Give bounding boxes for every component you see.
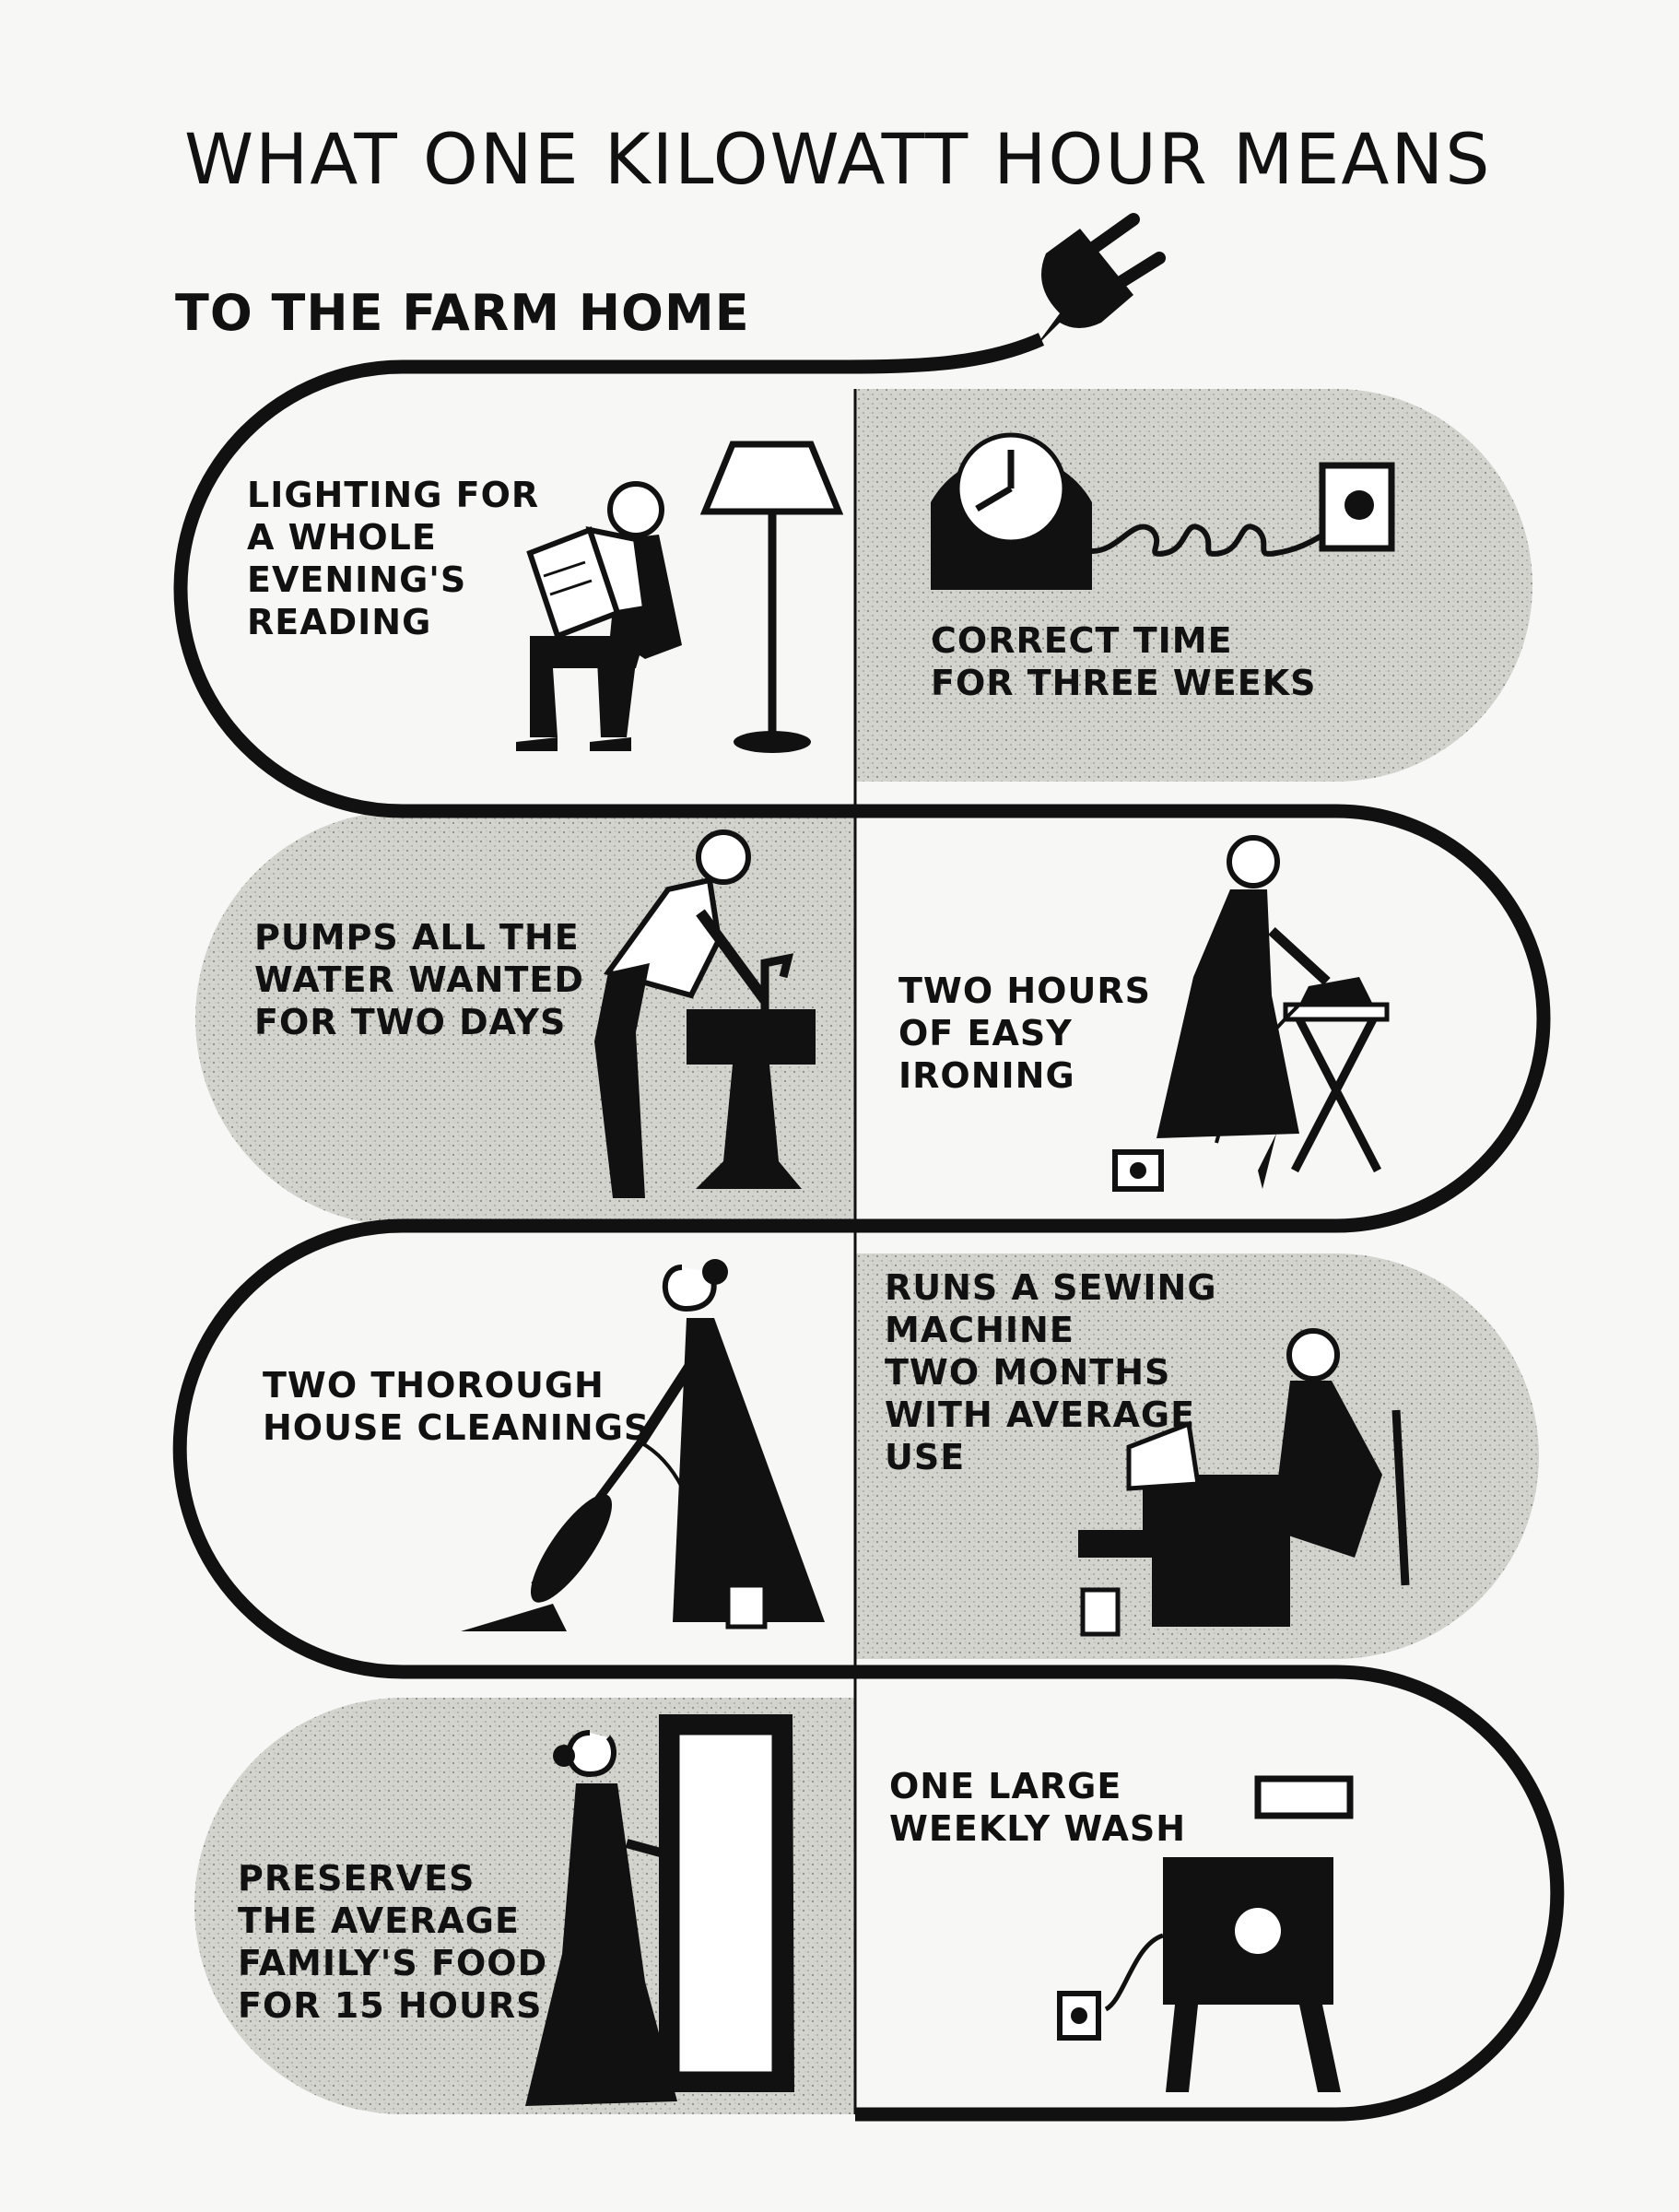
refrigerator-icon bbox=[659, 1714, 794, 2092]
floor-lamp-icon bbox=[699, 441, 844, 753]
caption-pump: PUMPS ALL THE WATER WANTED FOR TWO DAYS bbox=[254, 917, 584, 1042]
vacuum-cleaner-icon bbox=[461, 1440, 768, 1631]
caption-refrigerator: PRESERVES THE AVERAGE FAMILY'S FOOD FOR … bbox=[238, 1858, 548, 2026]
ironing-woman-icon bbox=[1157, 835, 1331, 1189]
wall-outlet-icon bbox=[1319, 462, 1395, 552]
plug-icon bbox=[1034, 213, 1166, 348]
shaded-panels bbox=[194, 389, 1539, 2114]
sewing-machine-icon bbox=[1078, 1420, 1290, 1637]
caption-wash: ONE LARGE WEEKLY WASH bbox=[889, 1766, 1187, 1849]
clock-cord bbox=[1091, 504, 1361, 557]
pump-man-icon bbox=[594, 830, 769, 1198]
page-subtitle: TO THE FARM HOME bbox=[175, 284, 750, 342]
caption-reading: LIGHTING FOR A WHOLE EVENING'S READING bbox=[247, 475, 540, 642]
clock-icon bbox=[931, 432, 1092, 590]
electric-cord bbox=[172, 333, 1565, 2122]
caption-sewing: RUNS A SEWING MACHINE TWO MONTHS WITH AV… bbox=[885, 1267, 1217, 1477]
vacuum-woman-icon bbox=[635, 1259, 825, 1622]
caption-clock: CORRECT TIME FOR THREE WEEKS bbox=[931, 620, 1317, 703]
sink-pump-icon bbox=[687, 953, 816, 1189]
page-title: WHAT ONE KILOWATT HOUR MEANS bbox=[184, 118, 1492, 200]
ironing-board-icon bbox=[1112, 977, 1390, 1192]
caption-ironing: TWO HOURS OF EASY IRONING bbox=[898, 971, 1151, 1096]
caption-cleaning: TWO THOROUGH HOUSE CLEANINGS bbox=[263, 1365, 651, 1448]
sewing-woman-icon bbox=[1272, 1328, 1410, 1586]
panel-sewing-shade bbox=[855, 1253, 1539, 1659]
reading-man-icon bbox=[516, 481, 682, 751]
washing-machine-icon bbox=[1057, 1775, 1354, 2092]
